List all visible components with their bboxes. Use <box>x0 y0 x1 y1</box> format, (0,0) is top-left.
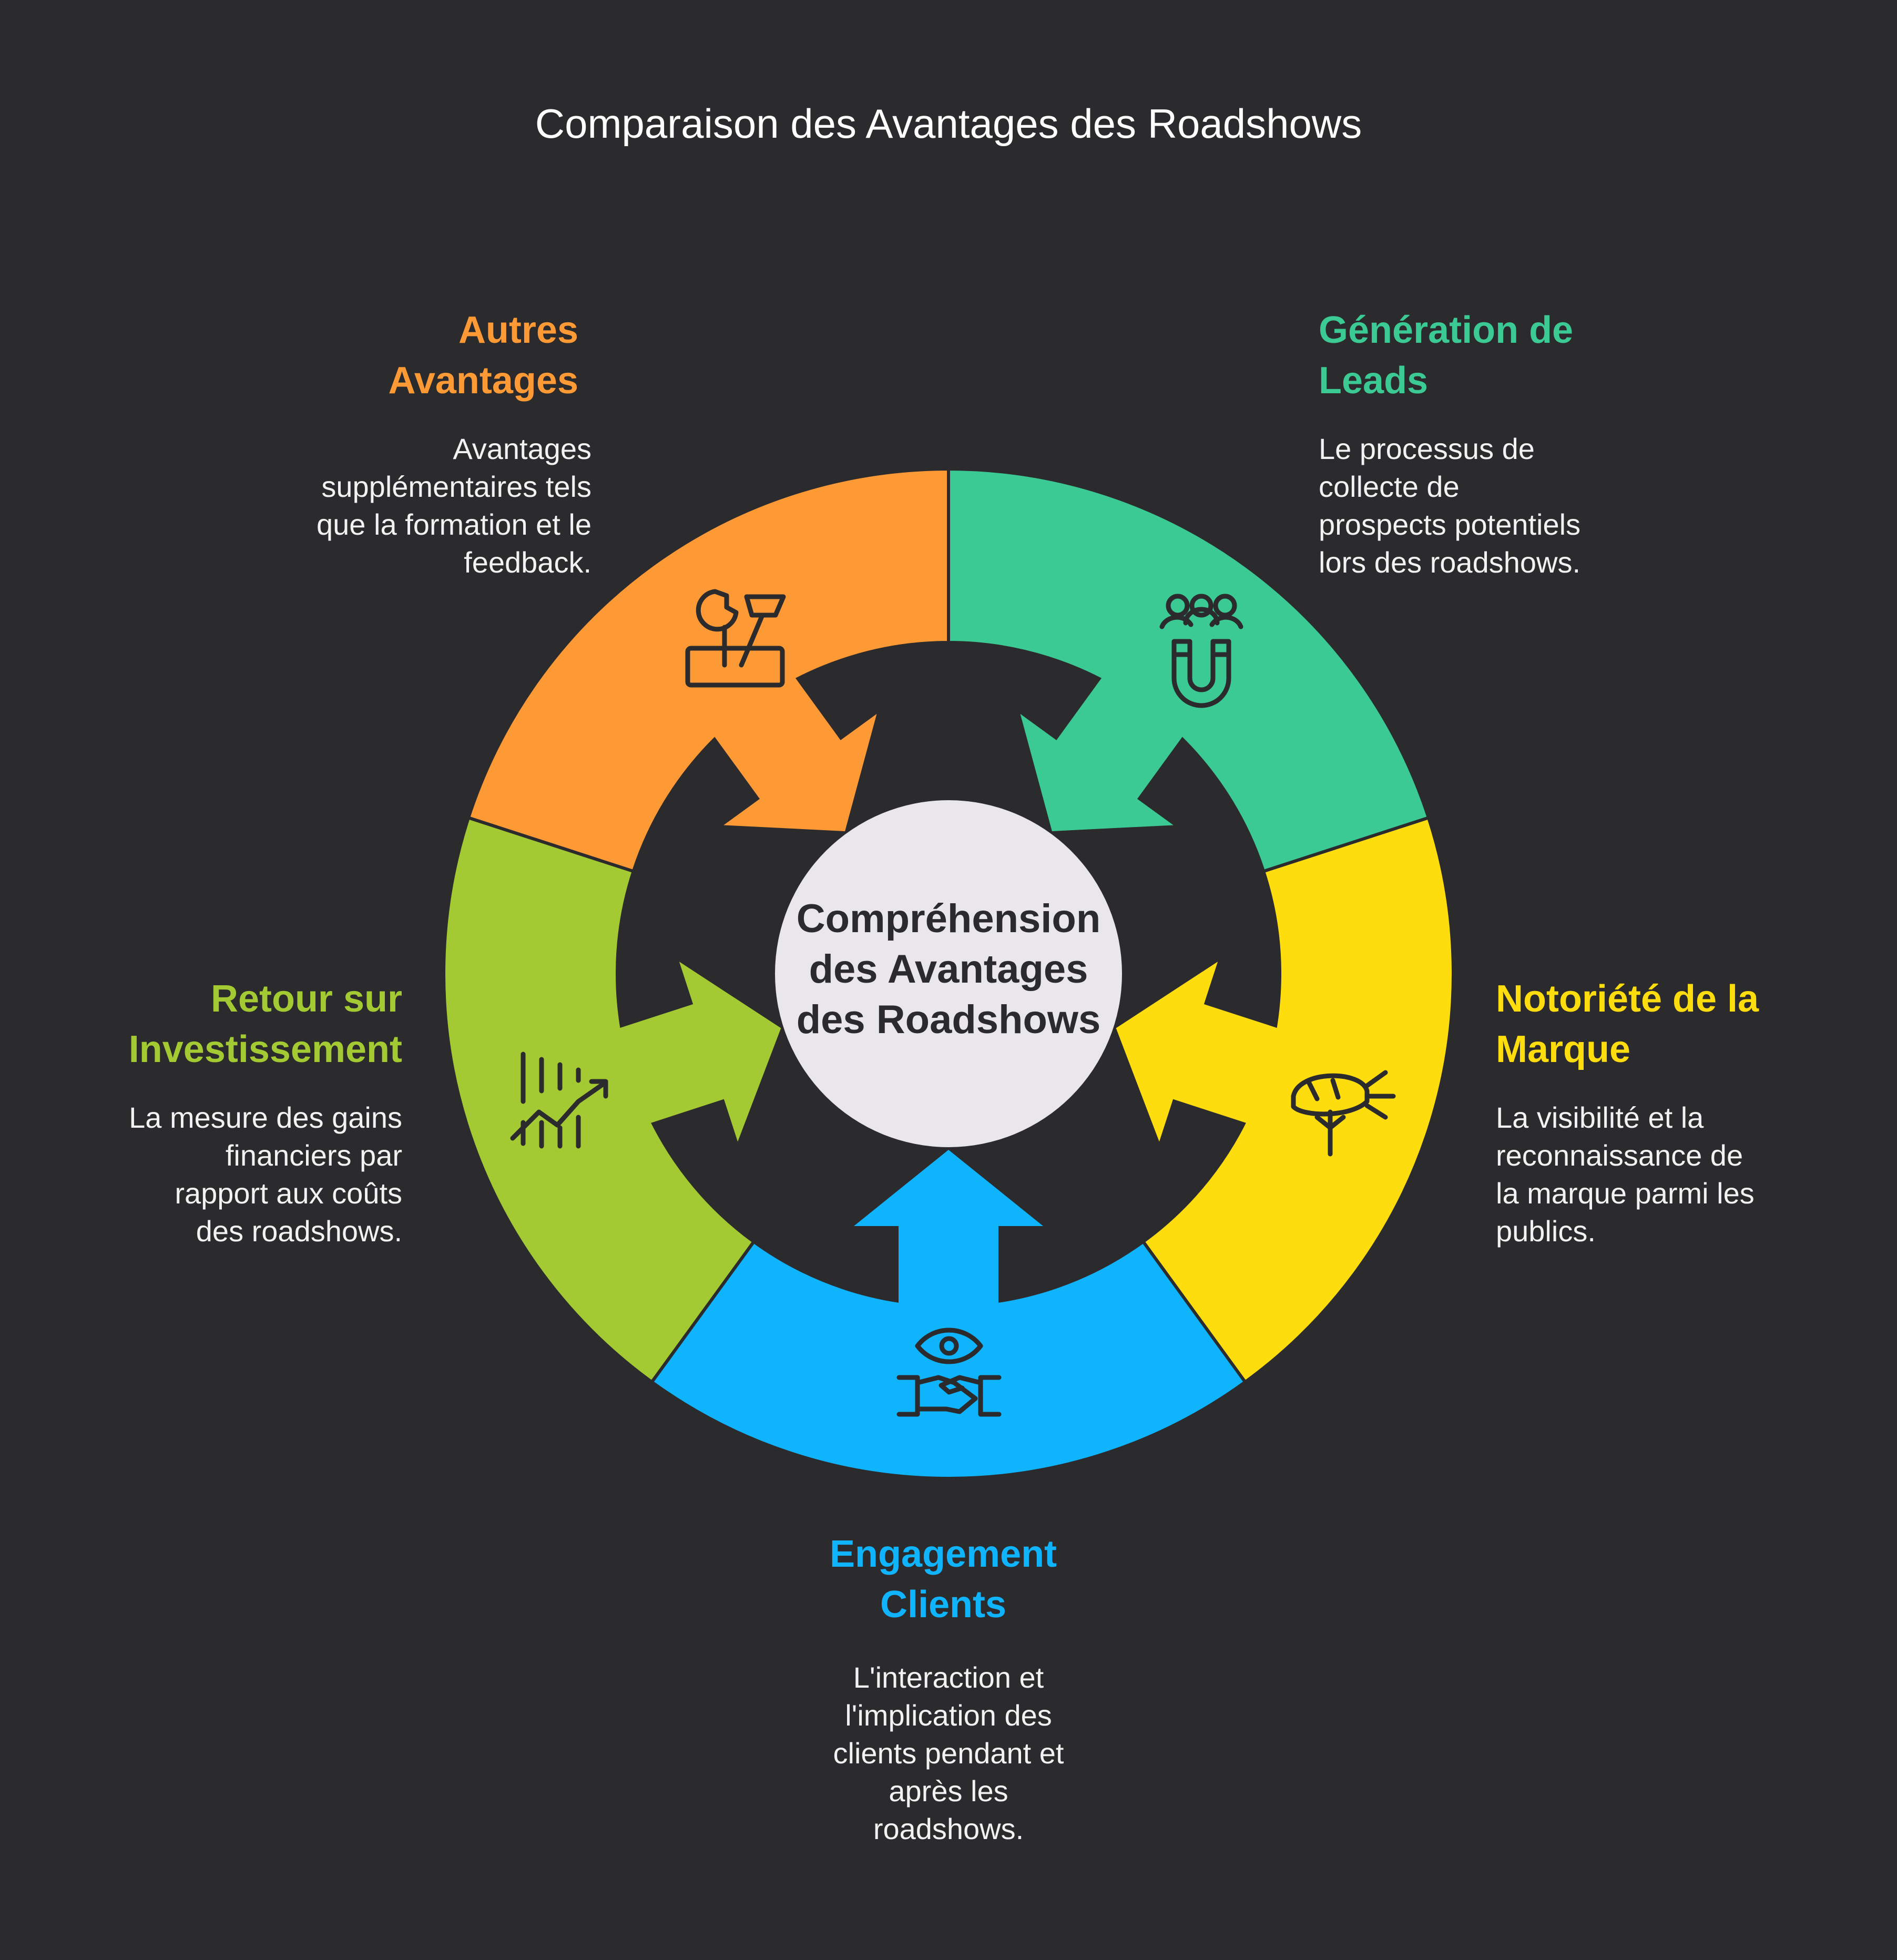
desc-line: La mesure des gains <box>129 1101 402 1134</box>
engagement-clients-description: L'interaction et l'implication des clien… <box>764 1659 1133 1848</box>
desc-line: Le processus de <box>1319 432 1535 465</box>
eye-handshake-icon <box>896 1328 1002 1417</box>
desc-line: financiers par <box>225 1139 402 1172</box>
desc-line: rapport aux coûts <box>175 1177 402 1210</box>
title-line2: Marque <box>1496 1028 1631 1070</box>
growth-chart-icon <box>510 1052 608 1149</box>
diagram-title: Comparaison des Avantages des Roadshows <box>535 100 1362 147</box>
title-line1: Autres <box>458 309 578 351</box>
title-line2: Clients <box>880 1584 1007 1626</box>
desc-line: publics. <box>1496 1214 1596 1248</box>
desc-line: L'interaction et <box>853 1661 1044 1694</box>
title-line2: Avantages <box>388 360 578 402</box>
center-label-line3: des Roadshows <box>796 997 1101 1042</box>
title-line1: Notoriété de la <box>1496 978 1759 1020</box>
desc-line: roadshows. <box>873 1812 1024 1845</box>
desc-line: collecte de <box>1319 470 1460 503</box>
title-line2: Investissement <box>128 1028 402 1070</box>
title-line1: Engagement <box>829 1533 1057 1575</box>
center-label-line1: Compréhension <box>796 896 1101 941</box>
retour-investissement-description: La mesure des gains financiers par rappo… <box>53 1099 402 1250</box>
desc-line: clients pendant et <box>833 1737 1064 1770</box>
autres-arrow <box>707 668 877 831</box>
desc-line: feedback. <box>464 546 591 579</box>
retour-investissement-title: Retour sur Investissement <box>84 974 402 1075</box>
notoriete-marque-title: Notoriété de la Marque <box>1496 974 1874 1075</box>
desc-line: que la formation et le <box>317 508 591 541</box>
roi-arrow <box>608 962 781 1142</box>
autres-segment <box>466 467 950 874</box>
desc-line: lors des roadshows. <box>1319 546 1581 579</box>
autres-avantages-title: Autres Avantages <box>294 305 578 406</box>
notoriete-segment <box>1141 815 1455 1384</box>
desc-line: prospects potentiels <box>1319 508 1581 541</box>
desc-line: La visibilité et la <box>1496 1101 1704 1134</box>
generation-leads-title: Génération de Leads <box>1319 305 1687 406</box>
desc-line: supplémentaires tels <box>321 470 591 503</box>
magnet-people-icon <box>1159 594 1243 708</box>
leads-arrow <box>1020 668 1190 831</box>
roi-segment <box>442 815 756 1384</box>
center-circle <box>775 800 1122 1147</box>
generation-leads-description: Le processus de collecte de prospects po… <box>1319 430 1687 581</box>
desc-line: des roadshows. <box>196 1214 402 1248</box>
carrot-icon <box>1291 1070 1396 1157</box>
desc-line: l'implication des <box>845 1699 1052 1732</box>
center-label: Compréhension des Avantages des Roadshow… <box>773 894 1124 1045</box>
title-line2: Leads <box>1319 360 1429 402</box>
notoriete-arrow <box>1116 962 1289 1142</box>
desc-line: reconnaissance de <box>1496 1139 1743 1172</box>
center-label-line2: des Avantages <box>809 947 1088 992</box>
desc-line: Avantages <box>453 432 591 465</box>
engagement-arrow <box>854 1150 1043 1315</box>
engagement-clients-title: Engagement Clients <box>738 1529 1148 1630</box>
desc-line: la marque parmi les <box>1496 1177 1755 1210</box>
autres-avantages-description: Avantages supplémentaires tels que la fo… <box>242 430 591 581</box>
title-line1: Génération de <box>1319 309 1574 351</box>
notoriete-marque-description: La visibilité et la reconnaissance de la… <box>1496 1099 1874 1250</box>
desc-line: après les <box>889 1774 1008 1808</box>
tools-box-icon <box>685 589 786 688</box>
title-line1: Retour sur <box>210 978 402 1020</box>
